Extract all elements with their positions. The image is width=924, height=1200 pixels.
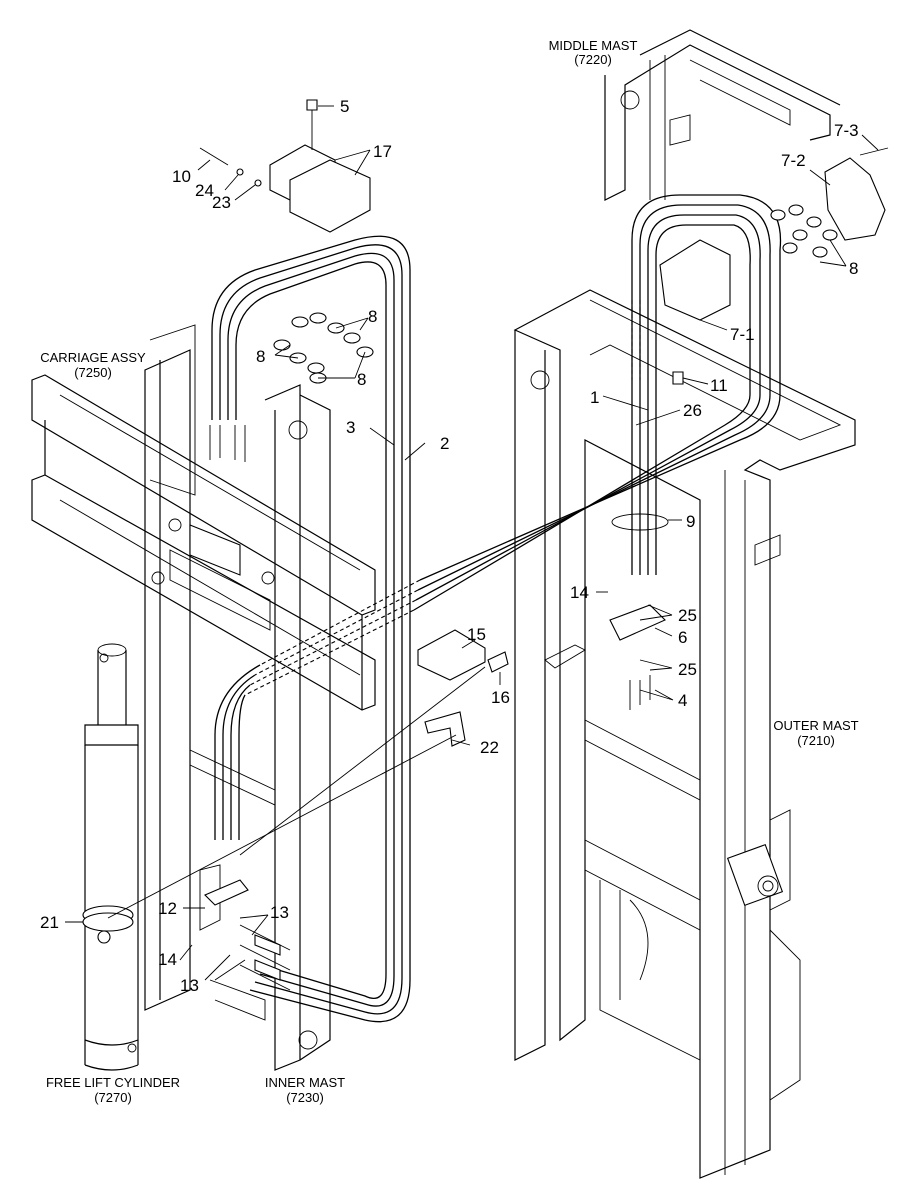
- callout-7-2: 7-2: [781, 151, 806, 170]
- callout-2: 2: [440, 434, 449, 453]
- inner-mast-code: (7230): [286, 1090, 324, 1105]
- callout-13-upper: 13: [270, 903, 289, 922]
- callout-24: 24: [195, 181, 214, 200]
- parts: [199, 99, 889, 991]
- outer-mast-label: OUTER MAST: [773, 718, 858, 733]
- callout-6: 6: [678, 628, 687, 647]
- callout-8-bottom: 8: [357, 370, 366, 389]
- callout-4: 4: [678, 691, 687, 710]
- callout-7-1: 7-1: [730, 325, 755, 344]
- free-lift-cylinder-label: FREE LIFT CYLINDER: [46, 1075, 180, 1090]
- callout-7-3: 7-3: [834, 121, 859, 140]
- callout-25-lower: 25: [678, 660, 697, 679]
- outer-mast-drawing: [513, 289, 856, 1179]
- fitting-cluster-right: [770, 204, 838, 258]
- callout-13-lower: 13: [180, 976, 199, 995]
- callout-22: 22: [480, 738, 499, 757]
- free-lift-cylinder-drawing: [82, 643, 139, 1071]
- callout-17: 17: [373, 142, 392, 161]
- hydraulic-hoses: [211, 194, 782, 1023]
- callout-21: 21: [40, 913, 59, 932]
- assembly-labels: MIDDLE MAST (7220) CARRIAGE ASSY (7250) …: [40, 38, 858, 1105]
- middle-mast-code: (7220): [574, 52, 612, 67]
- callout-10: 10: [172, 167, 191, 186]
- callout-26: 26: [683, 401, 702, 420]
- outer-mast-code: (7210): [797, 733, 835, 748]
- inner-mast-drawing: [144, 349, 331, 1071]
- part-callouts: 5 17 10 24 23 8 8 8 8 7-3 7-2 7-1 11 1 2…: [40, 97, 859, 995]
- leader-lines: [65, 105, 879, 981]
- carriage-assy-label: CARRIAGE ASSY: [40, 350, 146, 365]
- carriage-assy-drawing: [31, 324, 376, 711]
- callout-14-lower: 14: [158, 950, 177, 969]
- middle-mast-label: MIDDLE MAST: [549, 38, 638, 53]
- callout-12: 12: [158, 899, 177, 918]
- inner-mast-label: INNER MAST: [265, 1075, 345, 1090]
- callout-16: 16: [491, 688, 510, 707]
- callout-11: 11: [710, 376, 728, 395]
- callout-9: 9: [686, 512, 695, 531]
- callout-1: 1: [590, 388, 599, 407]
- callout-8-left: 8: [256, 347, 265, 366]
- middle-mast-drawing: [604, 29, 841, 201]
- free-lift-cylinder-code: (7270): [94, 1090, 132, 1105]
- callout-5: 5: [340, 97, 349, 116]
- callout-8-top: 8: [368, 307, 377, 326]
- callout-8-right: 8: [849, 259, 858, 278]
- callout-23: 23: [212, 193, 231, 212]
- carriage-assy-code: (7250): [74, 365, 112, 380]
- callout-14-upper: 14: [570, 583, 589, 602]
- callout-25-upper: 25: [678, 606, 697, 625]
- callout-3: 3: [346, 418, 355, 437]
- callout-15: 15: [467, 625, 486, 644]
